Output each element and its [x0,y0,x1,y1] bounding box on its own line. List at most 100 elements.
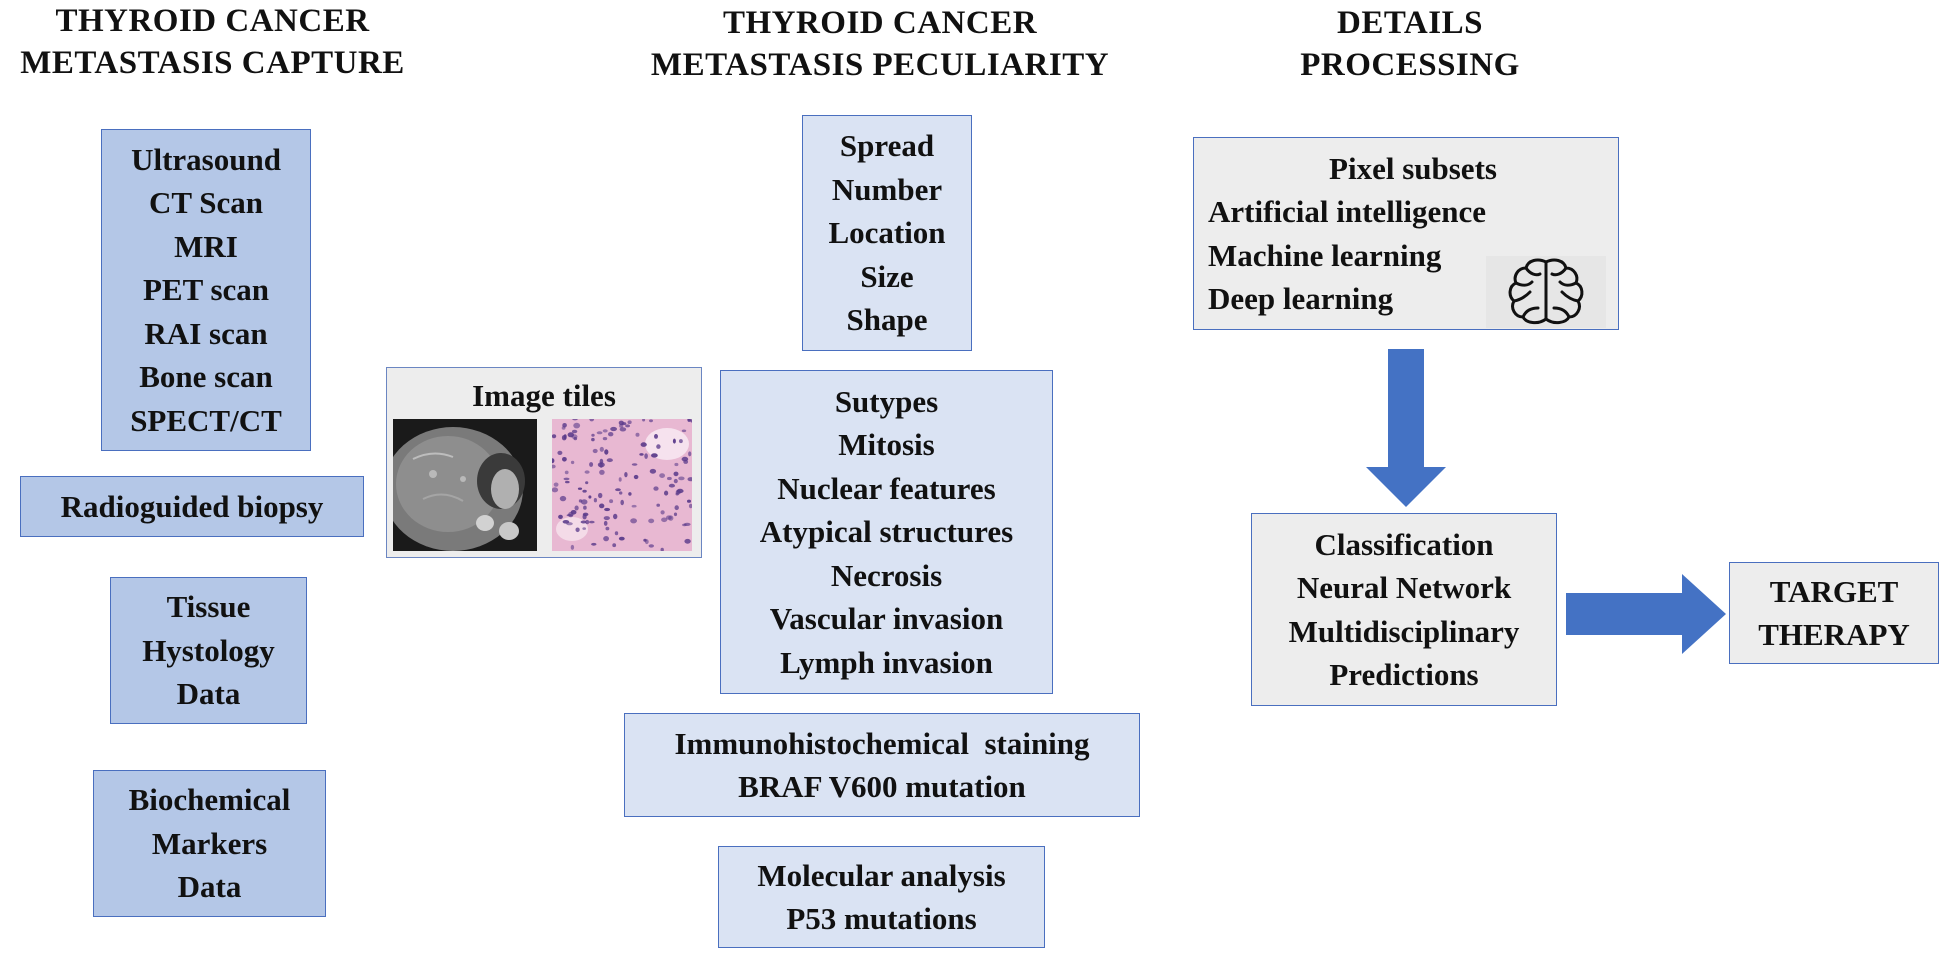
histology-nucleus [649,419,653,423]
histology-nucleus [688,451,692,457]
histology-nucleus [603,520,608,526]
histology-nucleus [580,499,588,505]
histology-nucleus [589,462,594,467]
box-line: Ultrasound [131,141,281,177]
histology-nucleus [589,520,595,524]
box-line: Predictions [1329,657,1479,692]
histology-nucleus [603,516,610,521]
histology-nucleus [573,422,581,429]
histology-nucleus [613,513,618,520]
histology-nucleus [552,434,557,439]
histology-nucleus [644,539,649,545]
box-line: P53 mutations [786,901,977,936]
box-line: MRI [174,228,238,264]
histology-nucleus [648,518,655,524]
ct-scan-image [393,419,537,551]
heading-capture: THYROID CANCER METASTASIS CAPTURE [0,0,425,84]
right-arrow-icon [1566,574,1726,654]
histology-nucleus [552,464,556,469]
heading-peculiarity: THYROID CANCER METASTASIS PECULIARITY [630,2,1130,86]
histology-nucleus [604,507,611,512]
histology-nucleus [649,468,657,474]
box-line: Vascular invasion [769,601,1004,637]
histology-nucleus [597,462,605,468]
histology-nucleus [592,448,598,454]
histology-nucleus [552,487,559,493]
histology-nucleus [565,480,570,484]
histology-nucleus [631,463,638,466]
histology-nucleus [599,446,604,452]
heading-line: METASTASIS PECULIARITY [650,47,1110,83]
box-line: BRAF V600 mutation [738,769,1026,804]
histology-nucleus [648,544,654,548]
histology-nucleus [583,505,587,510]
histology-nucleus [578,499,583,503]
box-line: Deep learning [1208,281,1394,316]
histology-nucleus [568,511,574,518]
histology-nucleus [552,458,555,464]
histology-nucleus [612,543,617,548]
histology-nucleus [618,477,622,482]
histology-nucleus [588,495,592,499]
box-line: Tissue [166,589,251,625]
box-line: Classification [1314,526,1494,562]
histology-nucleus [628,492,632,496]
histology-nucleus [666,515,672,520]
histology-nucleus [618,536,625,541]
box-line: Machine learning [1208,237,1442,273]
histology-nucleus [673,512,678,517]
histology-nucleus [571,434,578,439]
histology-nucleus [640,442,647,447]
histology-nucleus [570,544,575,550]
radioguided-biopsy-box: Radioguided biopsy [20,476,364,537]
box-line: TARGET [1769,573,1899,609]
histology-nucleus [570,460,575,465]
histology-nucleus [661,517,668,523]
histology-nucleus [575,527,580,533]
box-line: Sutypes [834,383,939,419]
histology-nucleus [582,527,586,530]
box-line: Bone scan [139,359,273,395]
box-line: Number [831,171,943,207]
box-line: Neural Network [1296,570,1512,605]
histology-nucleus [625,424,630,428]
histology-nucleus [593,498,597,503]
histology-nucleus [667,476,672,481]
histology-nucleus [562,520,570,524]
histology-image [552,419,692,551]
histology-nucleus [564,470,569,475]
histology-nucleus [681,456,689,462]
box-line: Biochemical [128,782,291,818]
histology-nucleus [596,431,603,435]
heading-line: PROCESSING [1300,47,1520,83]
box-line: Mitosis [838,427,935,463]
box-line: SPECT/CT [130,402,282,438]
box-line: Pixel subsets [1329,150,1497,186]
imaging-modalities-box: Ultrasound CT Scan MRI PET scan RAI scan… [101,129,311,451]
histology-nucleus [605,526,610,531]
histology-nucleus [580,520,587,524]
box-line: PET scan [142,272,270,308]
histology-nucleus [639,453,644,456]
histology-features-box: Sutypes Mitosis Nuclear features Atypica… [720,370,1053,694]
histology-nucleus [585,519,590,525]
histology-nucleus [561,426,566,430]
histology-nucleus [656,444,661,449]
histology-nucleus [615,488,621,492]
image-tiles-label: Image tiles [472,378,616,413]
box-line: Data [176,676,241,712]
histology-nucleus [589,419,595,422]
histology-nucleus [678,476,685,481]
box-line: Markers [151,825,268,861]
box-line: CT Scan [149,185,263,221]
histology-nucleus [603,536,609,542]
histology-nucleus [620,499,624,506]
histology-nucleus [624,472,628,478]
histology-nucleus [572,419,578,421]
histology-nucleus [660,510,665,515]
histology-nucleus [602,429,608,433]
histology-nucleus [591,542,597,546]
histology-nucleus [660,547,664,551]
heading-line: THYROID CANCER [55,3,370,39]
